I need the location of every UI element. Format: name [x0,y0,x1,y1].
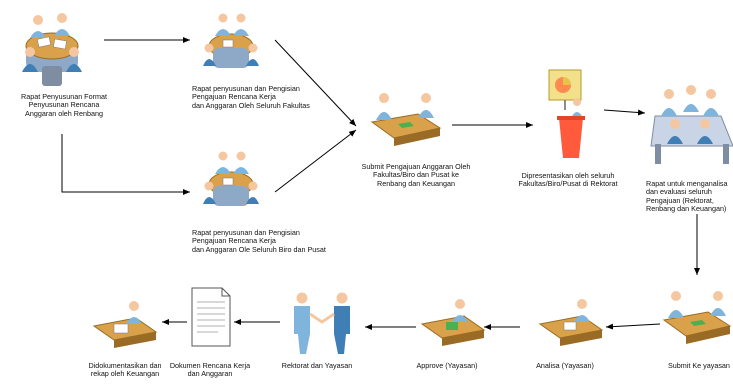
meeting-icon [22,13,82,86]
node-label-n9: Approve (Yayasan) [416,361,478,370]
node-label-n5: Dipresentasikan oleh seluruh Fakultas/Bi… [518,171,618,189]
arrow-n1-n3 [61,134,190,195]
presentation-icon [548,69,585,158]
node-label-n3: Rapat penyusunan dan Pengisian Pengajuan… [192,228,326,254]
node-label-n12: Didokumentasikan dan rekap oleh Keuangan [88,361,162,379]
node-label-n1: Rapat Penyusunan Format Penyusunan Renca… [21,92,107,118]
meeting-icon [203,13,259,68]
arrow-n3-n4 [274,129,357,193]
desk-submit-icon [662,291,732,344]
arrow-n2-n4 [274,39,357,127]
node-label-n8: Analisa (Yayasan) [536,361,594,370]
handshake-icon [294,292,350,354]
node-label-n2: Rapat penyusunan dan Pengisian Pengajuan… [192,84,310,110]
node-label-n11: Dokumen Rencana Kerja dan Anggaran [169,361,251,379]
desk-document-icon [92,301,158,348]
desk-submit-icon [370,93,442,146]
node-label-n6: Rapat untuk menganalisa dan evaluasi sel… [646,179,728,214]
desk-approve-icon [420,299,486,346]
node-label-n10: Rektorat dan Yayasan [281,361,353,370]
arrow-n7-n8 [605,323,661,330]
node-label-n7: Submit Ke yayasan [668,361,730,370]
desk-analysis-icon [538,299,604,346]
meeting-icon [203,151,259,206]
conference-icon [650,85,733,164]
node-label-n4: Submit Pengajuan Anggaran Oleh Fakultas/… [361,162,471,188]
document-icon [191,287,231,347]
arrow-n5-n6 [603,109,646,116]
connectors [61,37,700,330]
